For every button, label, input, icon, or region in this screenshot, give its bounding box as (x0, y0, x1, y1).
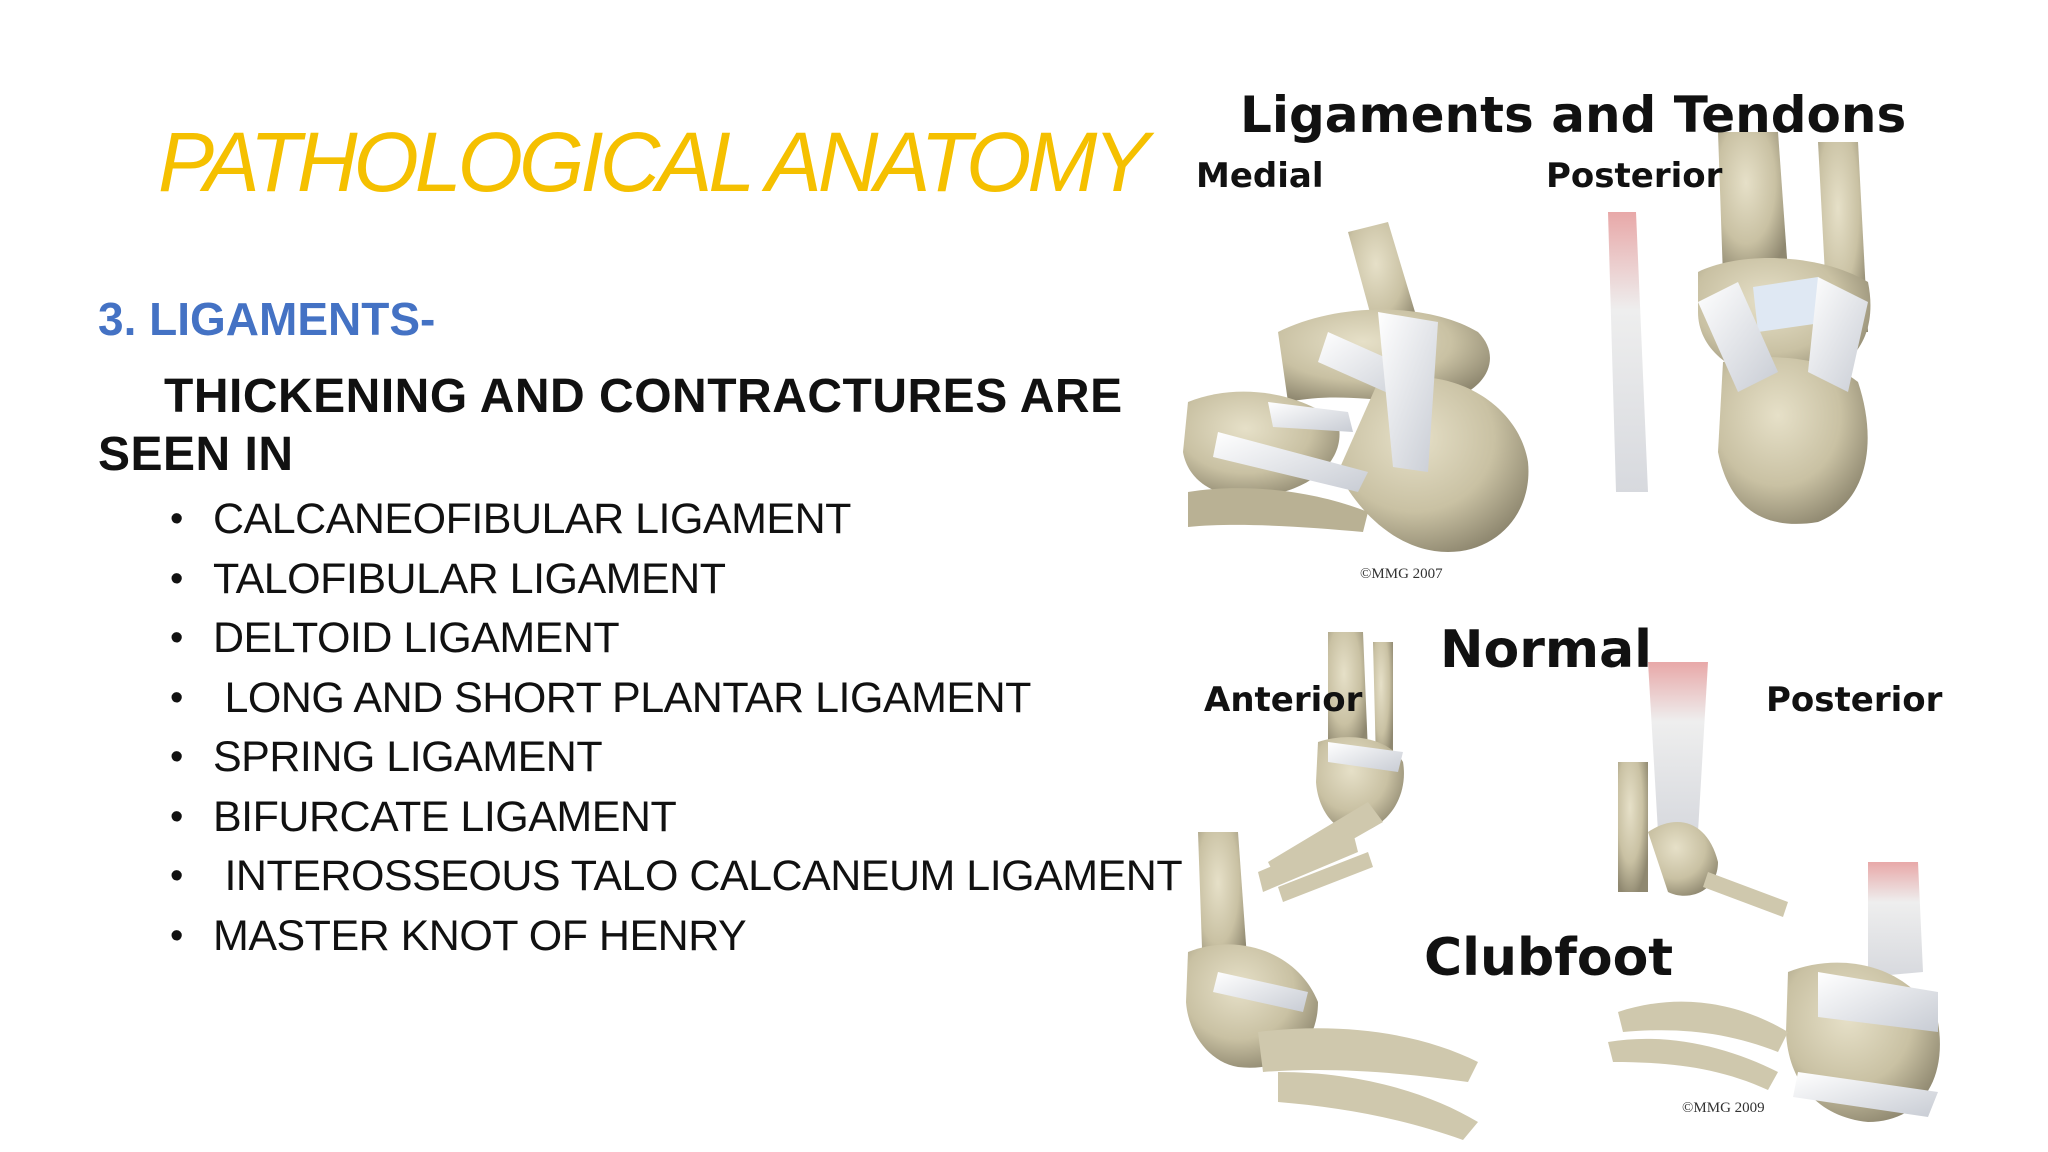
list-item-label: SPRING LIGAMENT (213, 733, 603, 781)
bullet-icon: • (170, 914, 183, 957)
list-item: • MASTER KNOT OF HENRY (170, 907, 1182, 967)
bullet-icon: • (170, 617, 183, 659)
list-item: • INTEROSSEOUS TALO CALCANEUM LIGAMENT (170, 847, 1183, 907)
clubfoot-label: Clubfoot (1424, 928, 1674, 988)
list-item-label: BIFURCATE LIGAMENT (213, 792, 677, 841)
posterior-view-illustration (1698, 132, 1871, 524)
medial-view-illustration (1183, 222, 1529, 552)
figure-title: Ligaments and Tendons (1240, 86, 1907, 144)
list-item: • TALOFIBULAR LIGAMENT (170, 550, 1182, 610)
list-item-label: TALOFIBULAR LIGAMENT (213, 554, 726, 603)
intro-text: THICKENING AND CONTRACTURES ARE SEEN IN (98, 370, 1123, 481)
list-item-label: DELTOID LIGAMENT (213, 614, 620, 662)
anterior-view-normal-illustration (1258, 632, 1404, 902)
ligaments-tendons-figure: Ligaments and Tendons Medial Posterior ©… (1178, 72, 1978, 1152)
normal-label: Normal (1440, 620, 1652, 680)
posterior-view-normal-illustration (1618, 662, 1788, 917)
posterior-label-top: Posterior (1546, 156, 1723, 196)
list-item: • SPRING LIGAMENT (170, 728, 1182, 788)
bullet-icon: • (170, 736, 183, 778)
anterior-label: Anterior (1204, 680, 1363, 720)
copyright-top: ©MMG 2007 (1360, 566, 1443, 582)
achilles-tendon-shape (1608, 212, 1648, 492)
bullet-icon: • (170, 498, 183, 540)
clubfoot-illustration (1186, 832, 1940, 1140)
list-item: • CALCANEOFIBULAR LIGAMENT (170, 490, 1182, 550)
slide-title: PATHOLOGICAL ANATOMY (158, 115, 1149, 209)
bullet-icon: • (170, 855, 183, 897)
list-item-label: INTEROSSEOUS TALO CALCANEUM LIGAMENT (213, 852, 1183, 900)
foot-anatomy-illustration (1183, 132, 1940, 1140)
section-heading: 3. LIGAMENTS- (98, 293, 436, 345)
list-item-label: LONG AND SHORT PLANTAR LIGAMENT (213, 673, 1031, 722)
bullet-icon: • (170, 676, 183, 719)
medial-label: Medial (1196, 156, 1324, 196)
list-item: • BIFURCATE LIGAMENT (170, 788, 1182, 848)
list-item-label: CALCANEOFIBULAR LIGAMENT (213, 495, 851, 543)
copyright-bottom: ©MMG 2009 (1682, 1100, 1765, 1116)
list-item-label: MASTER KNOT OF HENRY (213, 911, 747, 960)
ligament-list: • CALCANEOFIBULAR LIGAMENT • TALOFIBULAR L… (170, 490, 1183, 967)
bullet-icon: • (170, 557, 183, 600)
list-item: • LONG AND SHORT PLANTAR LIGAMENT (170, 669, 1182, 729)
bullet-icon: • (170, 795, 183, 838)
list-item: • DELTOID LIGAMENT (170, 609, 1182, 669)
posterior-label-bottom: Posterior (1766, 680, 1943, 720)
